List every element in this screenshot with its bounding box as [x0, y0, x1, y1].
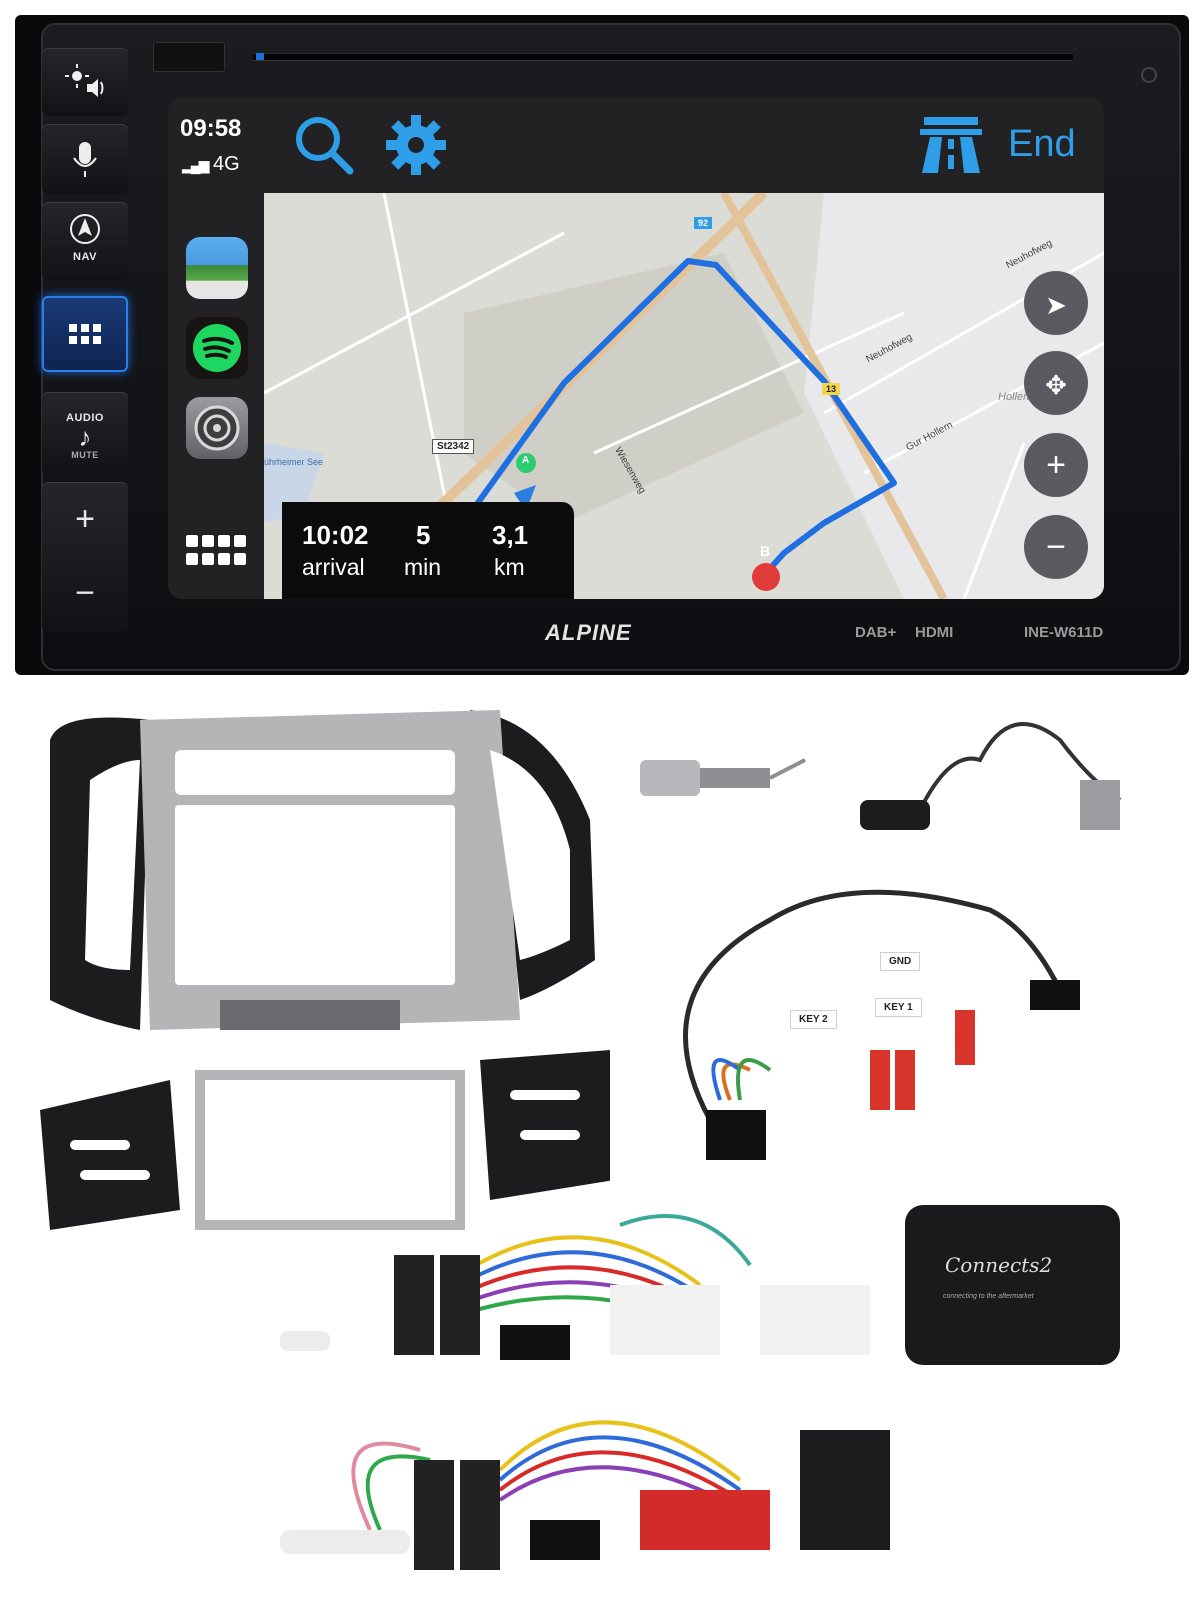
- voice-button[interactable]: [42, 124, 128, 194]
- distance-value: 3,1: [492, 520, 529, 550]
- maps-app-icon[interactable]: [186, 237, 248, 299]
- sun-speaker-icon: [65, 64, 104, 97]
- zoom-out-button[interactable]: −: [1024, 515, 1088, 579]
- status-time: 09:58: [180, 115, 242, 142]
- minus-icon: −: [1046, 528, 1066, 566]
- highway-icon: [920, 117, 982, 173]
- locate-button[interactable]: ➤: [1024, 271, 1088, 335]
- gear-icon[interactable]: [384, 113, 448, 177]
- dash-fascia-frame: [40, 710, 610, 1230]
- home-button[interactable]: [42, 296, 128, 372]
- brand-logo: ALPINE: [545, 620, 632, 645]
- eject-button[interactable]: [1141, 67, 1157, 83]
- audio-button-label: AUDIO: [66, 412, 104, 424]
- arrival-time: 10:02: [302, 520, 369, 550]
- place-label-hollern: Hollern: [998, 391, 1033, 403]
- disc-slot: [253, 53, 1073, 61]
- nav-button[interactable]: NAV: [42, 202, 128, 280]
- status-signal: ▂▄▆ 4G: [182, 153, 240, 176]
- iso-harness-lower: [280, 1420, 890, 1570]
- steering-wire-harness: [683, 889, 1080, 1160]
- nav-button-label: NAV: [73, 251, 97, 263]
- duration-value: 5: [416, 520, 431, 550]
- audio-button[interactable]: AUDIO ♪ MUTE: [42, 392, 128, 476]
- settings-gear-icon: [194, 405, 240, 451]
- duration-unit: min: [404, 554, 442, 580]
- volume-down-icon[interactable]: −: [75, 574, 95, 612]
- ir-sensor: [153, 42, 225, 72]
- road-label-13: 13: [822, 383, 841, 395]
- hdmi-badge: HDMI: [915, 624, 954, 641]
- volume-up-icon[interactable]: +: [75, 500, 95, 538]
- plus-icon: +: [1046, 446, 1066, 484]
- gnd-label: GND: [880, 952, 921, 971]
- mute-label: MUTE: [71, 450, 99, 460]
- search-icon[interactable]: [292, 113, 356, 177]
- zoom-in-button[interactable]: +: [1024, 433, 1088, 497]
- spotify-app-icon[interactable]: [186, 317, 248, 379]
- lake-label: ührheimer See: [264, 457, 324, 467]
- move-icon: ✥: [1045, 370, 1067, 400]
- arrival-label: arrival: [302, 554, 365, 580]
- dab-badge: DAB+: [855, 624, 897, 641]
- interface-tagline: connecting to the aftermarket: [943, 1293, 1034, 1300]
- display-audio-button[interactable]: [42, 48, 128, 116]
- signal-bars-icon: ▂▄▆: [182, 157, 209, 173]
- microphone-icon: [73, 142, 97, 177]
- antenna-cable: [860, 722, 1122, 830]
- antenna-adapter: [640, 758, 806, 796]
- trip-info-panel: 10:02 arrival 5 min 3,1 km: [282, 502, 574, 599]
- music-note-icon: ♪: [78, 422, 92, 452]
- app-grid-icon[interactable]: [186, 535, 248, 573]
- hardware-button-column: NAV AUDIO ♪ MUTE + −: [42, 44, 128, 644]
- carplay-screen: 09:58 ▂▄▆ 4G End: [168, 97, 1104, 599]
- pan-button[interactable]: ✥: [1024, 351, 1088, 415]
- settings-app-icon[interactable]: [186, 397, 248, 459]
- key1-label: KEY 1: [875, 998, 922, 1017]
- grid-icon: [69, 324, 101, 344]
- disc-slot-led: [256, 53, 264, 60]
- key2-label: KEY 2: [790, 1010, 837, 1029]
- iso-harness-upper: [280, 1214, 870, 1360]
- network-type: 4G: [213, 153, 240, 175]
- volume-rocker[interactable]: + −: [42, 482, 128, 632]
- destination-marker: B: [760, 543, 771, 559]
- end-navigation-button[interactable]: End: [1008, 123, 1076, 165]
- steering-interface-box: Connects2 connecting to the aftermarket: [905, 1205, 1120, 1365]
- distance-unit: km: [494, 554, 525, 580]
- model-label: INE-W611D: [1024, 624, 1104, 641]
- road-label-92: 92: [694, 217, 713, 229]
- location-arrow-icon: ➤: [1045, 290, 1067, 320]
- spotify-icon: [193, 324, 241, 372]
- interface-logo: Connects2: [945, 1253, 1053, 1277]
- navigation-icon: [70, 214, 100, 244]
- road-label-st2342: St2342: [432, 439, 475, 454]
- origin-marker: A: [522, 455, 530, 466]
